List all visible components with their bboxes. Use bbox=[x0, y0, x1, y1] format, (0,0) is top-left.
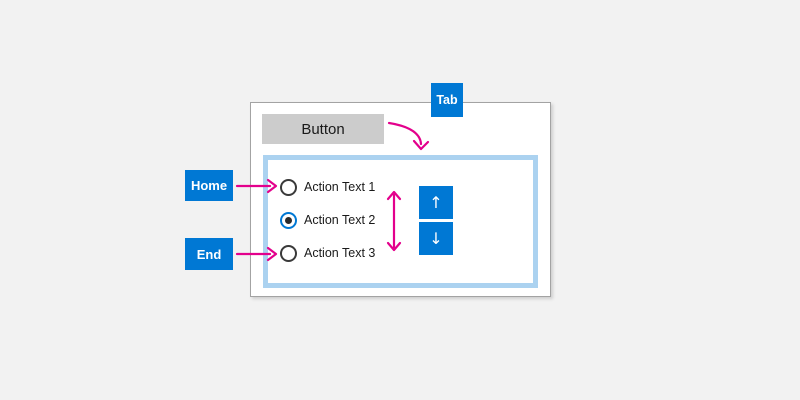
radio-unselected-icon bbox=[280, 178, 297, 196]
end-key-label: End bbox=[185, 238, 233, 270]
up-arrow-button[interactable]: ↑ bbox=[419, 186, 453, 219]
radio-option-2[interactable]: Action Text 2 bbox=[280, 211, 375, 229]
radio-selected-icon bbox=[280, 211, 297, 229]
radio-option-label: Action Text 3 bbox=[304, 246, 376, 260]
radio-option-3[interactable]: Action Text 3 bbox=[280, 244, 375, 262]
home-key-label: Home bbox=[185, 170, 233, 201]
tab-key-label: Tab bbox=[431, 83, 463, 117]
radio-unselected-icon bbox=[280, 244, 297, 262]
radio-dot bbox=[285, 216, 292, 224]
radio-option-label: Action Text 1 bbox=[304, 180, 376, 194]
button-control[interactable]: Button bbox=[262, 114, 384, 144]
down-arrow-button[interactable]: ↓ bbox=[419, 222, 453, 255]
radio-option-1[interactable]: Action Text 1 bbox=[280, 178, 375, 196]
radio-group-panel bbox=[263, 155, 538, 288]
radio-option-label: Action Text 2 bbox=[304, 213, 376, 227]
